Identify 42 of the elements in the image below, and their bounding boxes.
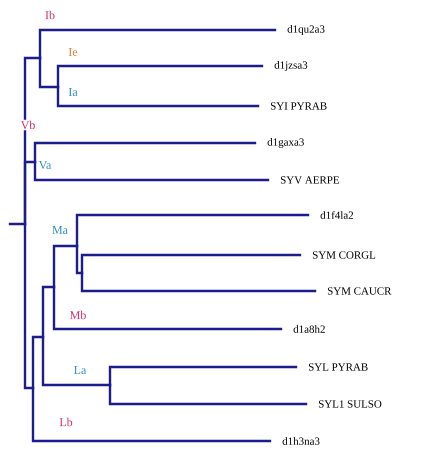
clade-label: Vb [20, 120, 36, 130]
tree-branch [24, 222, 34, 390]
tree-branch [38, 28, 276, 60]
tree-branch [108, 384, 308, 406]
clade-label: La [72, 365, 88, 375]
leaf-label: SYM CORGL [312, 251, 376, 259]
tree-branch [32, 336, 44, 390]
clade-label: Ia [67, 87, 79, 97]
clade-label: Mb [68, 310, 88, 320]
tree-branch [42, 336, 112, 386]
leaf-label: SYV AERPE [280, 176, 339, 184]
leaf-label: d1qu2a3 [288, 25, 324, 35]
leaf-label: SYL1 SULSO [318, 400, 382, 408]
tree-branch [52, 286, 282, 330]
clade-label: Ie [67, 47, 79, 57]
clade-label: Lb [58, 416, 74, 428]
leaf-label: d1a8h2 [294, 325, 325, 333]
tree-branch [32, 386, 272, 442]
tree-branch [8, 222, 26, 226]
tree-branch [24, 160, 36, 226]
leaf-label: d1f4la2 [320, 211, 354, 219]
leaf-label: d1h3na3 [282, 437, 320, 445]
tree-branch [76, 214, 310, 248]
tree-branch [42, 286, 56, 338]
leaf-label: d1jzsa3 [274, 61, 308, 71]
tree-branch [80, 254, 302, 274]
clade-label: Ib [44, 10, 56, 20]
tree-branch [108, 366, 298, 386]
clade-label: Ma [51, 225, 69, 235]
tree-branch [80, 272, 316, 292]
tree-branch [76, 244, 84, 274]
leaf-label: SYM CAUCR [328, 287, 392, 295]
tree-branch [52, 244, 78, 288]
tree-branch [34, 142, 256, 164]
leaf-label: SYI PYRAB [270, 102, 327, 110]
clade-label: Va [38, 160, 52, 170]
tree-branch [38, 56, 60, 88]
leaf-label: SYL PYRAB [308, 363, 368, 371]
leaf-label: d1gaxa3 [268, 138, 304, 148]
tree-branch [56, 86, 260, 108]
tree-branch [34, 160, 270, 182]
tree-branch [56, 64, 264, 88]
